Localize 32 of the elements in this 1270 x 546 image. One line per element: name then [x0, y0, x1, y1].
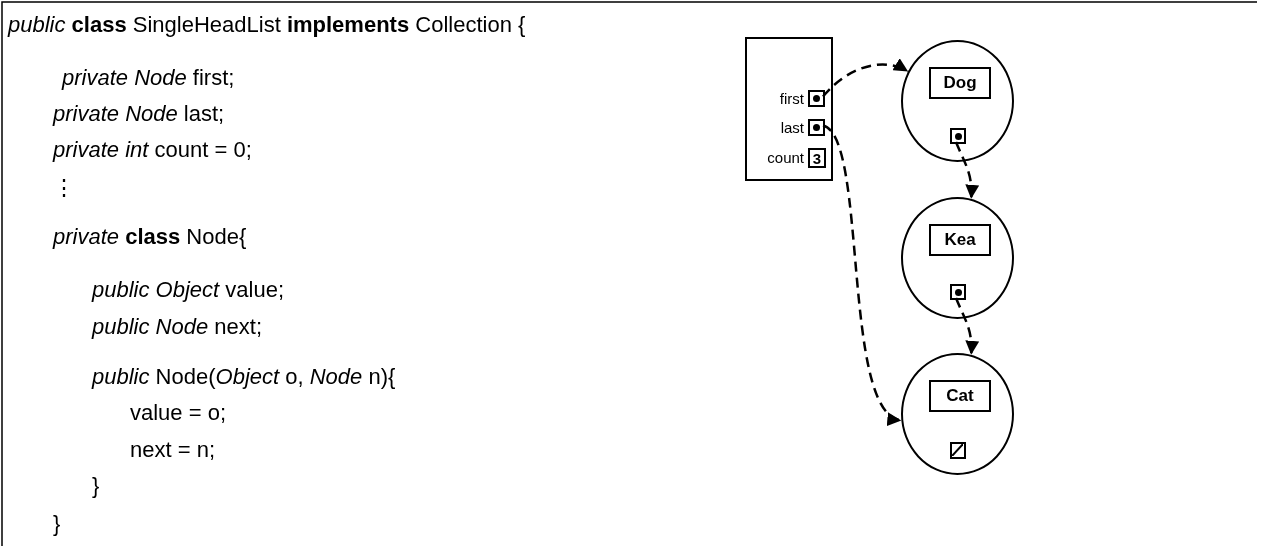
node-circle [901, 197, 1014, 319]
name-box: Kea [929, 224, 991, 256]
code-line: private Node first; [62, 65, 235, 91]
node-circle [901, 353, 1014, 475]
code-line: next = n; [130, 437, 215, 463]
code-line: ⋮ [53, 175, 75, 201]
node-circle [901, 40, 1014, 162]
field-label: count [766, 149, 804, 166]
field-label: first [778, 89, 804, 107]
code-line: private class Node{ [53, 224, 247, 250]
code-line: private int count = 0; [53, 137, 252, 163]
name-box: Cat [929, 380, 991, 412]
arrow [822, 58, 909, 98]
code-line: private Node last; [53, 101, 225, 127]
value-box: 3 [808, 148, 826, 168]
name-box: Dog [929, 67, 991, 99]
pointer-box [950, 128, 966, 144]
code-line: public Node(Object o, Node n){ [92, 364, 396, 390]
pointer-box [808, 119, 825, 136]
field-label: last [779, 118, 804, 136]
null-pointer-box [950, 442, 966, 459]
object-box [745, 37, 833, 181]
pointer-box [808, 90, 825, 107]
arrow [954, 141, 979, 199]
code-line: } [92, 473, 100, 499]
code-line: public class SingleHeadList implements Collection { [8, 12, 526, 38]
code-line: public Object value; [92, 277, 284, 303]
code-line: value = o; [130, 400, 226, 426]
pointer-box [950, 284, 966, 300]
arrow [954, 297, 979, 355]
code-line: } [53, 511, 61, 537]
code-line: public Node next; [92, 314, 262, 340]
